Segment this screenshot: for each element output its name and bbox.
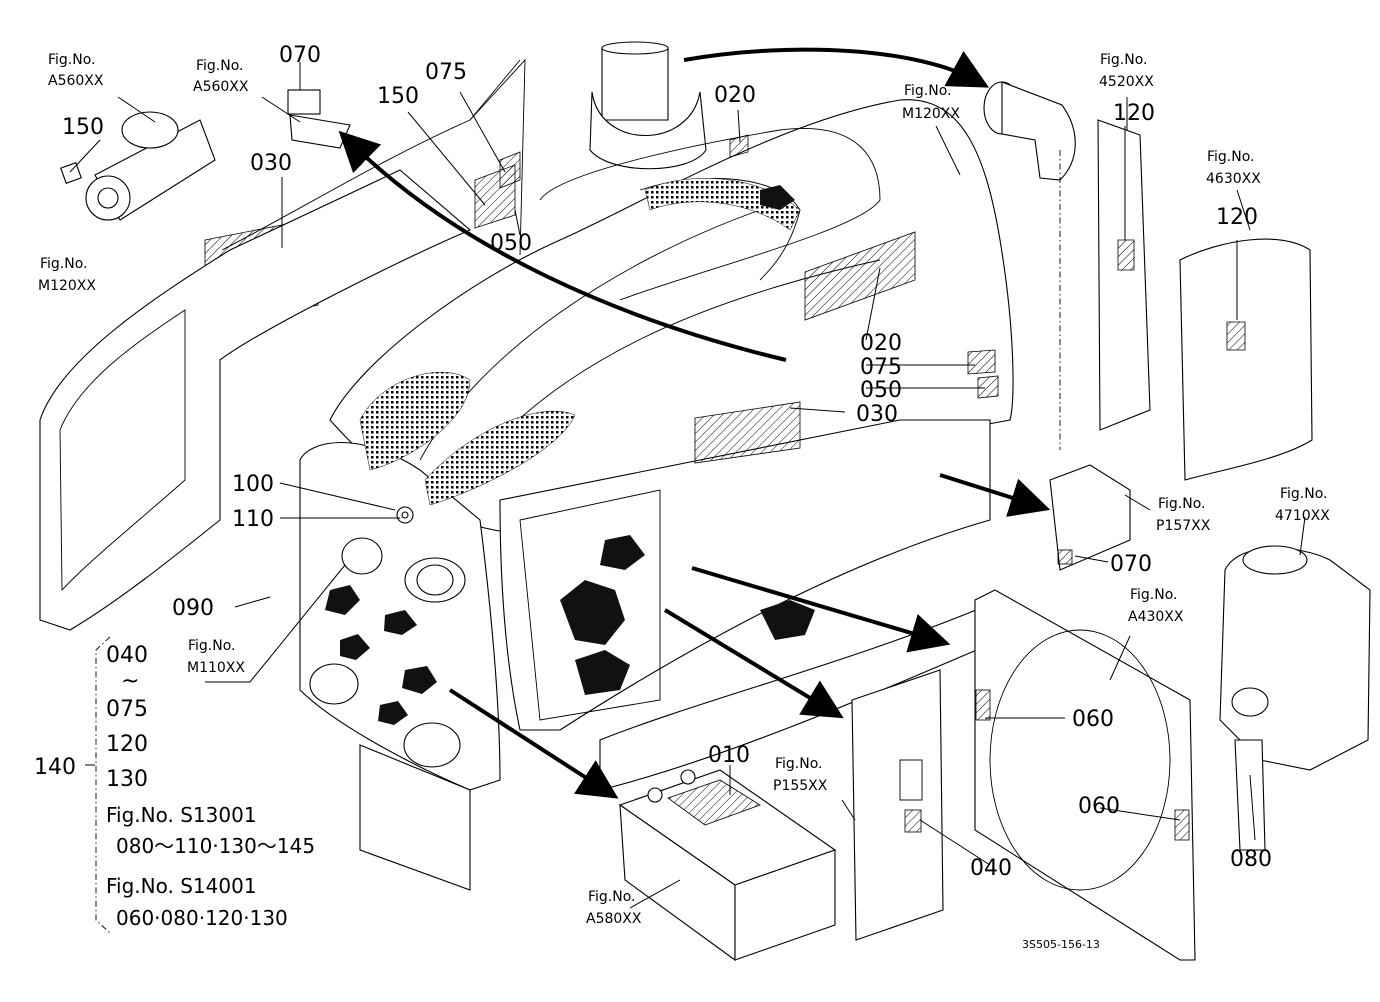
callout-150-label: 150 — [62, 115, 104, 140]
callout-120: 120 — [1216, 205, 1258, 230]
drawing-caption: 3S505-156-13 — [1022, 938, 1100, 951]
fig-label: Fig.No. — [196, 58, 244, 74]
callout-020: 020 — [714, 83, 756, 108]
fig-label: Fig.No. — [1130, 587, 1178, 603]
radiator-shroud-drawing — [974, 589, 1196, 961]
callout-120: 120 — [1113, 101, 1155, 126]
callout-050: 050 — [490, 231, 532, 256]
fig-code: M120XX — [902, 106, 960, 122]
callout-075: 075 — [860, 355, 902, 380]
fig-label: Fig.No. — [188, 638, 236, 654]
starter-motor-drawing — [60, 111, 216, 221]
fig-code: 4710XX — [1275, 508, 1330, 524]
fig-code: P155XX — [773, 778, 828, 794]
p157-bracket-drawing — [1049, 464, 1131, 571]
fig-code: A560XX — [48, 73, 104, 89]
figure-references: Fig.No. A560XX Fig.No. A560XX Fig.No. M1… — [38, 52, 1330, 927]
side-cover-drawing — [851, 669, 944, 941]
callout-110: 110 — [232, 507, 274, 532]
fig-code: 4520XX — [1099, 74, 1154, 90]
s14001-parts: 060·080·120·130 — [116, 906, 288, 930]
group-140-note: 140 040 ~ 075 120 130 Fig.No. S13001 080… — [34, 643, 315, 930]
callout-010: 010 — [708, 743, 750, 768]
callout-070: 070 — [279, 43, 321, 68]
fig-code: M120XX — [38, 278, 96, 294]
fig-label: Fig.No. — [1280, 486, 1328, 502]
callout-020: 020 — [860, 331, 902, 356]
fig-label: Fig.No. — [904, 83, 952, 99]
callout-070: 070 — [1110, 552, 1152, 577]
fig-code: A580XX — [586, 911, 642, 927]
group-line: 075 — [106, 697, 148, 722]
fig-code: A560XX — [193, 79, 249, 95]
part-number-callouts: 070 075 150 150 150 030 050 020 120 120 … — [62, 43, 1272, 881]
bonnet-drawing — [39, 41, 1014, 891]
direction-arrows — [338, 47, 1051, 799]
group-line: 040 — [106, 643, 148, 668]
s13001-parts: 080～110·130～145 — [116, 834, 315, 858]
callout-030: 030 — [250, 151, 292, 176]
callout-040: 040 — [970, 856, 1012, 881]
callout-050: 050 — [860, 378, 902, 403]
fig-code: A430XX — [1128, 609, 1184, 625]
callout-080: 080 — [1230, 847, 1272, 872]
bracket-drawing — [287, 89, 351, 149]
s13001-label: Fig.No. S13001 — [106, 803, 257, 827]
callout-090: 090 — [172, 596, 214, 621]
callout-060: 060 — [1078, 794, 1120, 819]
fig-label: Fig.No. — [48, 52, 96, 68]
muffler-cover-drawing — [983, 81, 1313, 481]
group-line: 120 — [106, 732, 148, 757]
fig-code: 4630XX — [1206, 171, 1261, 187]
fig-label: Fig.No. — [1100, 52, 1148, 68]
group-number: 140 — [34, 755, 76, 780]
callout-060: 060 — [1072, 707, 1114, 732]
fuel-tank-drawing — [1219, 545, 1371, 851]
group-line: 130 — [106, 767, 148, 792]
fig-label: Fig.No. — [1207, 149, 1255, 165]
leader-lines — [69, 62, 1306, 934]
callout-130: 150 — [377, 84, 419, 109]
s14001-label: Fig.No. S14001 — [106, 874, 257, 898]
callout-100: 100 — [232, 472, 274, 497]
fig-label: Fig.No. — [40, 256, 88, 272]
callout-075: 075 — [425, 60, 467, 85]
fig-label: Fig.No. — [588, 889, 636, 905]
fig-label: Fig.No. — [1158, 496, 1206, 512]
fig-code: P157XX — [1156, 518, 1211, 534]
fig-code: M110XX — [187, 660, 245, 676]
fig-label: Fig.No. — [775, 756, 823, 772]
callout-030: 030 — [856, 402, 898, 427]
group-tilde: ~ — [121, 669, 139, 694]
battery-drawing — [618, 769, 837, 962]
